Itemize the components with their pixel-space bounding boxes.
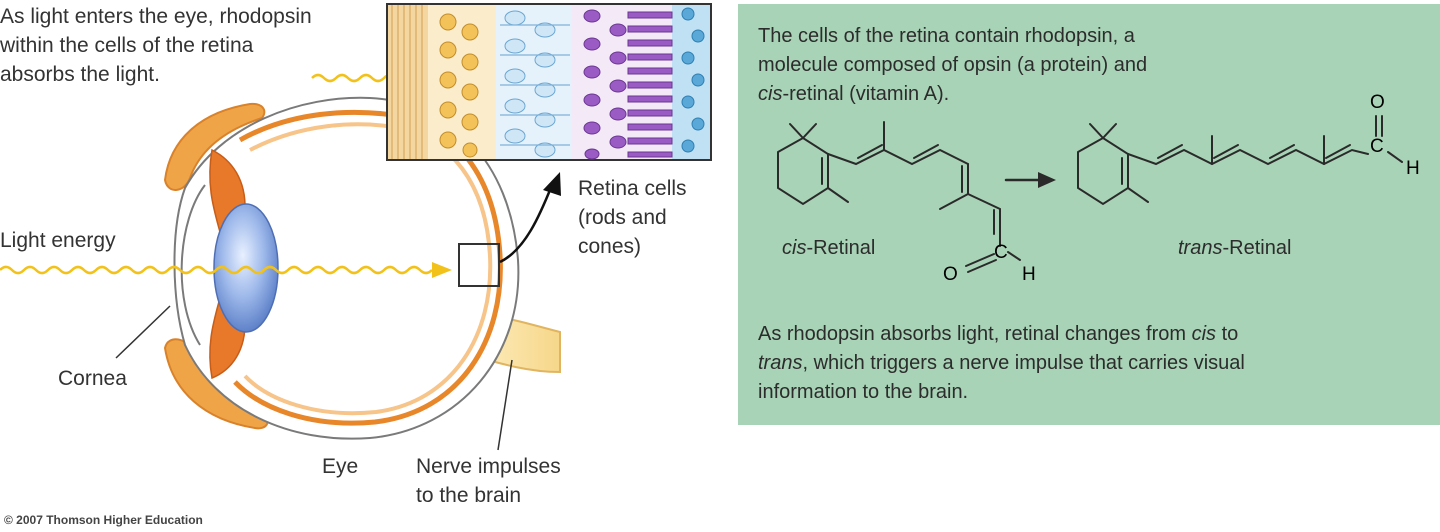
trans-hydrogen-atom: H — [1406, 158, 1420, 179]
retina-pointer-arrow — [499, 184, 554, 264]
trans-retinal-ring — [1077, 123, 1149, 206]
cis-retinal-chain — [827, 121, 1001, 237]
cornea-label: Cornea — [58, 367, 127, 390]
trans-aldehyde — [1375, 115, 1403, 163]
trans-retinal-label-italic: trans — [1178, 237, 1223, 259]
panel-bottom-line-2-rest: , which triggers a nerve impulse that ca… — [802, 352, 1245, 374]
cis-oxygen-atom: O — [943, 264, 958, 285]
light-wave-lower — [0, 265, 433, 275]
panel-bottom-line-1-italic: cis — [1191, 323, 1217, 345]
cis-retinal-ring — [777, 123, 849, 206]
cis-retinal-label-rest: -Retinal — [806, 237, 876, 259]
nerve-label-line-1: Nerve impulses — [416, 455, 561, 478]
retina-label-line-2: (rods and — [578, 206, 667, 229]
panel-bottom-line-1-post: to — [1216, 323, 1239, 345]
retina-layer-shape — [243, 122, 493, 416]
panel-bottom-line-1-pre: As rhodopsin absorbs light, retinal chan… — [758, 323, 1192, 345]
retinal-structures: O C H O C H — [777, 92, 1420, 285]
panel-bottom-line-1: As rhodopsin absorbs light, retinal chan… — [758, 320, 1238, 349]
retina-label-line-1: Retina cells — [578, 177, 687, 200]
choroid-shape — [233, 109, 503, 426]
trans-retinal-chain — [1127, 135, 1369, 166]
panel-line-3-rest: -retinal (vitamin A). — [782, 83, 950, 105]
nerve-leader-line — [497, 359, 513, 451]
light-energy-label: Light energy — [0, 229, 116, 252]
reaction-arrowhead — [1038, 172, 1056, 188]
light-arrowhead-lower — [432, 262, 452, 278]
panel-line-2: molecule composed of opsin (a protein) a… — [758, 54, 1148, 76]
panel-bottom-line-2-italic: trans — [758, 352, 803, 374]
retina-cells-inset — [386, 3, 712, 161]
intro-line-3: absorbs the light. — [0, 63, 160, 86]
cis-carbon-atom: C — [994, 242, 1008, 263]
intro-line-2: within the cells of the retina — [0, 34, 254, 57]
cis-retinal-label: cis-Retinal — [782, 234, 875, 263]
nerve-label-line-2: to the brain — [416, 484, 522, 507]
panel-bottom-line-2: trans, which triggers a nerve impulse th… — [758, 349, 1245, 378]
cornea-leader-line — [115, 305, 171, 359]
copyright-text: © 2007 Thomson Higher Education — [4, 513, 203, 527]
cis-retinal-label-italic: cis — [782, 237, 807, 259]
rhodopsin-panel: The cells of the retina contain rhodopsi… — [738, 4, 1440, 425]
cis-aldehyde — [965, 235, 1021, 273]
panel-line-3: cis-retinal (vitamin A). — [758, 80, 949, 109]
panel-line-3-italic: cis — [758, 83, 783, 105]
panel-bottom-line-3: information to the brain. — [758, 381, 969, 403]
retina-sample-box — [458, 243, 500, 287]
cornea-shape — [180, 184, 206, 346]
trans-carbon-atom: C — [1370, 136, 1384, 157]
trans-retinal-label: trans-Retinal — [1178, 234, 1291, 263]
trans-retinal-label-rest: -Retinal — [1222, 237, 1292, 259]
trans-oxygen-atom: O — [1370, 92, 1385, 113]
eye-label: Eye — [322, 455, 359, 478]
panel-line-1: The cells of the retina contain rhodopsi… — [758, 25, 1135, 47]
intro-line-1: As light enters the eye, rhodopsin — [0, 5, 312, 28]
eye-illustration — [0, 3, 712, 451]
retina-pointer-arrowhead — [543, 172, 561, 196]
retina-label-line-3: cones) — [578, 235, 642, 258]
cis-hydrogen-atom: H — [1022, 264, 1036, 285]
